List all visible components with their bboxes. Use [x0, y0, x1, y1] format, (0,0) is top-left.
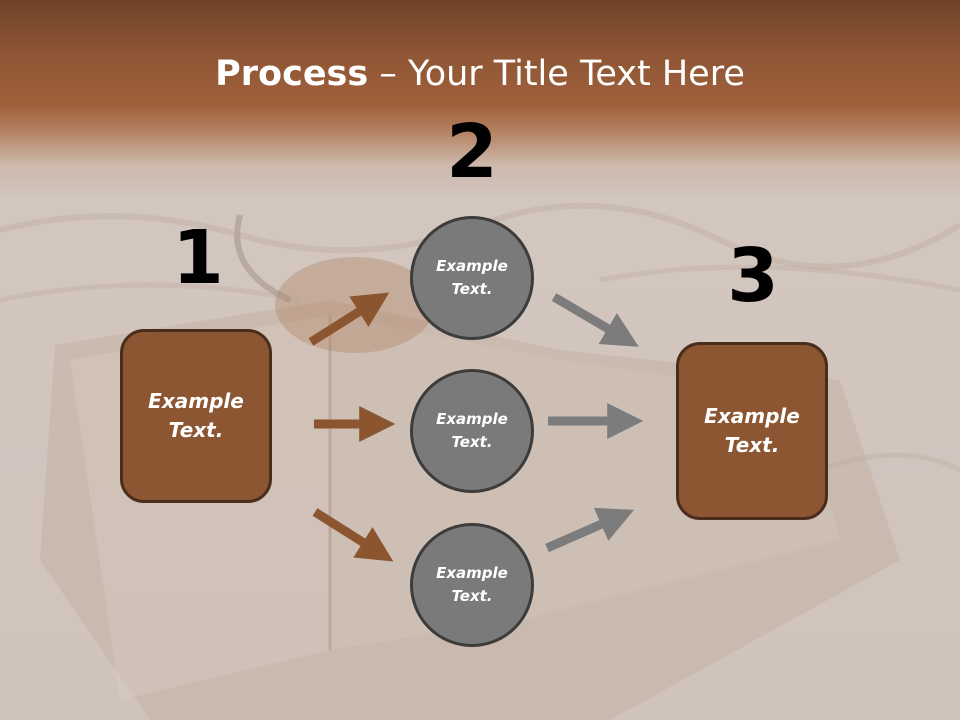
title-rest: – Your Title Text Here: [368, 54, 745, 94]
circle-middle: Example Text.: [410, 369, 534, 493]
step-1-box: Example Text.: [120, 329, 272, 503]
slide-title: Process – Your Title Text Here: [0, 52, 960, 96]
step-3-box: Example Text.: [676, 342, 828, 520]
arrow-circle-top-to-box3: [551, 293, 639, 347]
arrow-circle-bottom-to-box3: [545, 507, 635, 553]
arrow-box1-to-circle-bottom: [312, 508, 394, 562]
circle-bottom: Example Text.: [410, 523, 534, 647]
circle-top: Example Text.: [410, 216, 534, 340]
step-number-2: 2: [446, 109, 498, 195]
arrow-box1-to-circle-top: [308, 292, 390, 346]
step-number-1: 1: [172, 215, 224, 301]
title-bold: Process: [215, 54, 369, 94]
step-number-3: 3: [727, 233, 779, 319]
